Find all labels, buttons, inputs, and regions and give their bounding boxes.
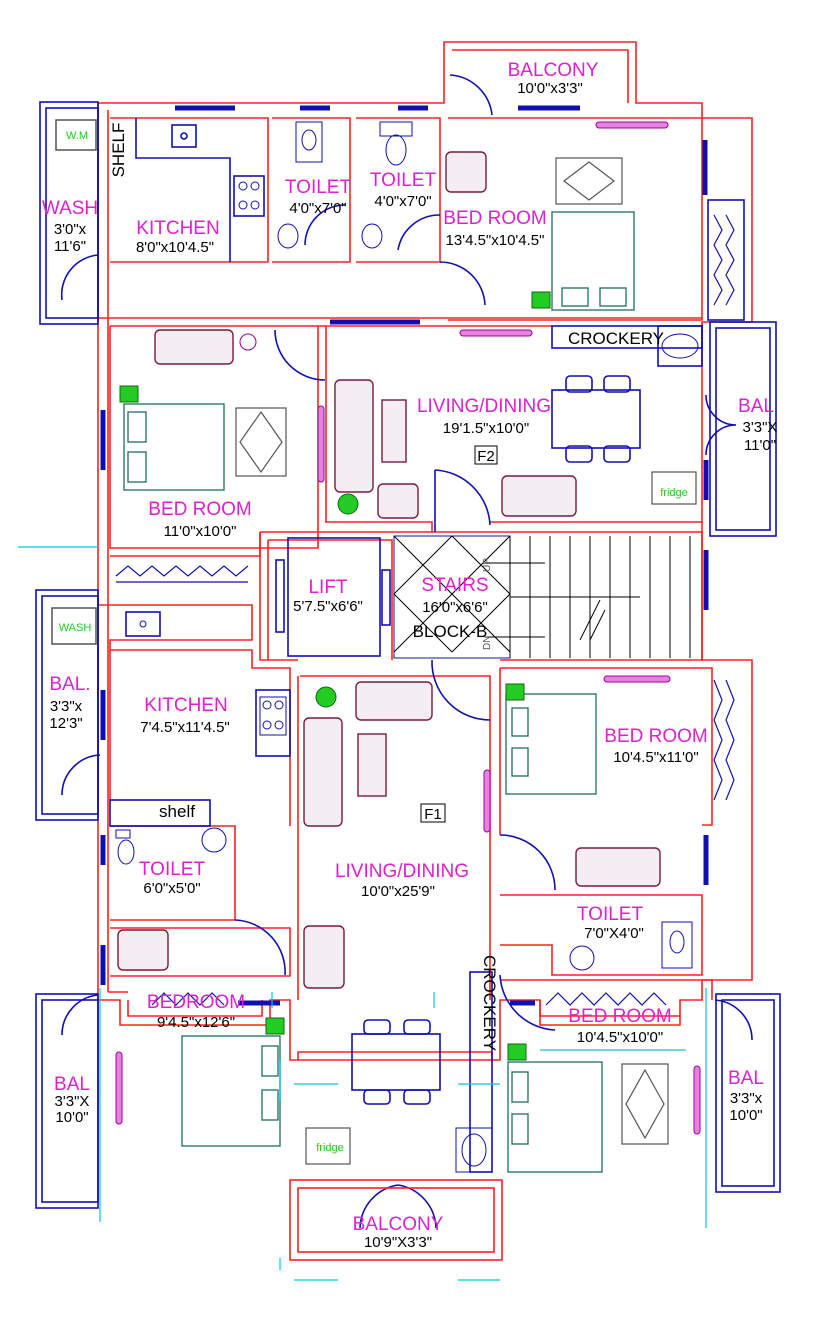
bedroom-f2-1-size: 13'4.5"x10'4.5" [446,232,545,249]
balcony-bottom-name: BALCONY [353,1214,444,1235]
kitchen-f1-name: KITCHEN [144,695,227,716]
bal-f1-rb-name: BAL [728,1068,764,1089]
stairs-drawing: UP DN [393,535,691,659]
wash-f2-size-2: 11'6" [54,238,86,255]
bal-f1-lb-size-1: 3'3"X [55,1093,90,1110]
stairs-name: STAIRS [421,575,488,596]
living-f2-size: 19'1.5"x10'0" [443,420,529,437]
stairs-size: 16'0"x6'6" [422,599,488,616]
wash-f2-name: WASH [42,198,98,219]
bedroom-f1-left-name: BEDROOM [147,992,245,1013]
bedroom-f1-rt-size: 10'4.5"x11'0" [613,749,698,766]
f2-tag-box [474,445,498,465]
balcony-bottom-size: 10'9"X3'3" [364,1234,432,1251]
toilet-f2-1-size: 4'0"x7'0" [289,200,346,217]
dining-tables [351,375,641,1105]
bal-f1-lb-size-2: 10'0" [55,1109,88,1126]
fridge-f2-label: fridge [660,487,688,499]
crockery-f2-label: CROCKERY [568,329,664,348]
bal-f2-right-name: BAL [738,396,774,417]
door-swings [60,74,753,1229]
dimension-marks [18,546,707,1228]
wash-f1-label: WASH [59,622,92,634]
living-f1-name: LIVING/DINING [335,861,469,882]
stairs-up-label: UP [482,558,493,572]
toilet-f2-1-name: TOILET [285,177,352,198]
lift-name: LIFT [308,577,347,598]
bedroom-f1-left-size: 9'4.5"x12'6" [157,1014,235,1031]
bal-f1-lb-name: BAL [54,1074,90,1095]
lift-drawing [275,537,391,657]
fridge-f1-label: fridge [316,1142,344,1154]
bedroom-f1-rb-name: BED ROOM [568,1006,671,1027]
bedroom-f2-1-name: BED ROOM [443,208,546,229]
bottom-balcony-wall [289,1179,503,1261]
shelf-f2-label: SHELF [109,123,128,178]
crockery-f1-label: CROCKERY [480,955,499,1051]
balcony-top-size: 10'0"x3'3" [517,80,583,97]
kitchen-f2-name: KITCHEN [136,218,219,239]
kitchen-f2-size: 8'0"x10'4.5" [136,239,214,256]
bal-f1-rb-size-1: 3'3"x [730,1090,763,1107]
bal-f2-right-size-2: 11'0" [744,437,776,454]
toilet-f2-2-size: 4'0"x7'0" [374,193,431,210]
block-label: BLOCK-B [413,622,488,641]
bedroom-f2-2-size: 11'0"x10'0" [164,523,237,540]
bal-f1-left-name: BAL. [49,674,90,695]
f1-tag-box [420,803,446,823]
balcony-top-name: BALCONY [508,60,599,81]
bedroom-f2-2-name: BED ROOM [148,499,251,520]
wardrobes [115,214,735,1006]
toilet-f1-right-size: 7'0"X4'0" [584,925,644,942]
bottom-balcony-inner [297,1187,495,1253]
wash-f2-size-1: 3'0"x [54,221,87,238]
rugs [235,157,669,1145]
windows [100,105,709,1006]
bal-f1-left-size-2: 12'3" [49,715,82,732]
bedroom-f1-rb-size: 10'4.5"x10'0" [577,1029,663,1046]
bal-f1-rb-size-2: 10'0" [729,1107,762,1124]
lift-size: 5'7.5"x6'6" [293,598,363,615]
bal-f2-right-size-1: 3'3"X [743,419,778,436]
beds [123,211,635,1173]
stairs-down-label: DN [482,636,493,650]
sofas [117,151,661,989]
bedroom-f1-rt-name: BED ROOM [604,726,707,747]
toilet-f1-left-name: TOILET [139,859,206,880]
f2-tag: F2 [477,448,495,465]
bal-f1-left-size-1: 3'3"x [50,698,83,715]
washing-machine-label: W.M [66,130,88,142]
kitchen-f1-size: 7'4.5"x11'4.5" [140,719,230,736]
toilet-f1-right-name: TOILET [577,904,644,925]
fixtures [51,118,703,1173]
balcony-outlines [35,101,781,1209]
living-f1-size: 10'0"x25'9" [361,883,435,900]
toilet-f2-2-name: TOILET [370,170,437,191]
shelf-f1-label: shelf [159,802,195,821]
walls [97,41,753,1061]
wall-lights [115,121,701,1135]
living-f2-name: LIVING/DINING [417,396,551,417]
f1-tag: F1 [424,806,442,823]
green-appliances [119,291,551,1061]
toilet-f1-left-size: 6'0"x5'0" [143,880,200,897]
